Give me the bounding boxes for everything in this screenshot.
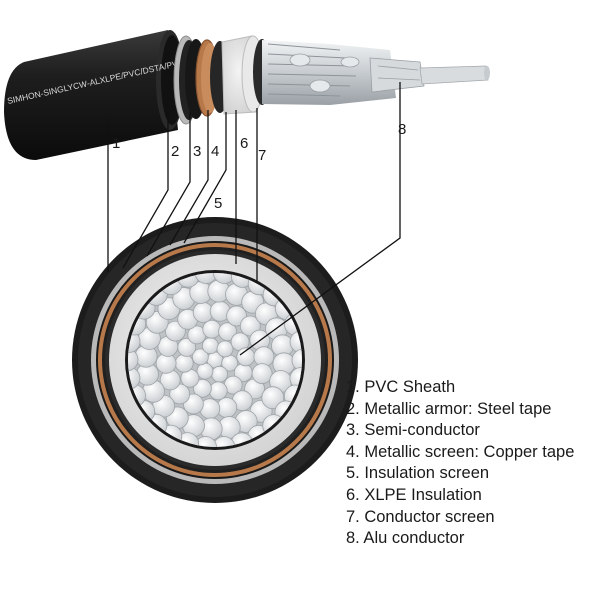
legend-item-copper-screen: 4. Metallic screen: Copper tape bbox=[346, 442, 575, 461]
conductor-strand bbox=[261, 386, 285, 410]
cable-cross-section bbox=[72, 217, 358, 503]
cable-side-view: SIMHON-SINGLYCW-ALXLPE/PVC/DSTA/PVC-W bbox=[4, 30, 490, 160]
legend-item-insulation-screen: 5. Insulation screen bbox=[346, 464, 490, 483]
callout-6: 6 bbox=[240, 135, 248, 152]
leader-line-2 bbox=[122, 112, 169, 269]
callout-8: 8 bbox=[398, 121, 406, 138]
legend-item-pvc-sheath: 1. PVC Sheath bbox=[346, 378, 456, 396]
conductor-strand bbox=[211, 365, 229, 383]
conductor-strand bbox=[196, 362, 214, 380]
legend-item-steel-armor: 2. Metallic armor: Steel tape bbox=[346, 399, 552, 418]
cross-copper-screen bbox=[98, 243, 332, 477]
conductor-strand bbox=[194, 273, 218, 284]
callout-3: 3 bbox=[193, 143, 201, 160]
conductor-strand bbox=[218, 322, 238, 342]
callout-7: 7 bbox=[258, 147, 266, 164]
conductor-strand bbox=[202, 319, 222, 339]
callout-5: 5 bbox=[214, 195, 222, 212]
conductor-strand bbox=[174, 353, 194, 373]
conductor-strand bbox=[212, 436, 236, 447]
leader-lines bbox=[107, 82, 401, 356]
conductor-strand bbox=[212, 273, 236, 284]
leader-line-3 bbox=[146, 112, 191, 257]
leader-line-5 bbox=[183, 112, 227, 244]
side-alu-conductor bbox=[262, 40, 490, 105]
conductor-strand bbox=[191, 348, 209, 366]
legend: 1. PVC Sheath 2. Metallic armor: Steel t… bbox=[346, 377, 574, 550]
conductor-strand bbox=[192, 378, 212, 398]
conductor-strand bbox=[201, 337, 219, 355]
callout-1: 1 bbox=[112, 135, 120, 152]
conductor-strand bbox=[128, 348, 139, 372]
legend-item-alu-conductor: 8. Alu conductor bbox=[346, 529, 465, 548]
conductor-strand bbox=[251, 363, 273, 385]
conductor-strand bbox=[208, 381, 228, 401]
legend-item-xlpe-insulation: 6. XLPE Insulation bbox=[346, 485, 482, 504]
conductor-strand bbox=[216, 340, 234, 358]
callout-numbers: 1 2 3 4 5 6 7 8 bbox=[112, 121, 406, 212]
legend-item-conductor-screen: 7. Conductor screen bbox=[346, 507, 495, 526]
conductor-strand bbox=[194, 436, 218, 447]
conductor-strand bbox=[291, 348, 302, 372]
legend-item-semi-conductor: 3. Semi-conductor bbox=[346, 421, 480, 440]
leader-line-4 bbox=[169, 110, 209, 246]
leader-line-8 bbox=[239, 82, 401, 356]
callout-2: 2 bbox=[171, 143, 179, 160]
callout-4: 4 bbox=[211, 143, 219, 160]
